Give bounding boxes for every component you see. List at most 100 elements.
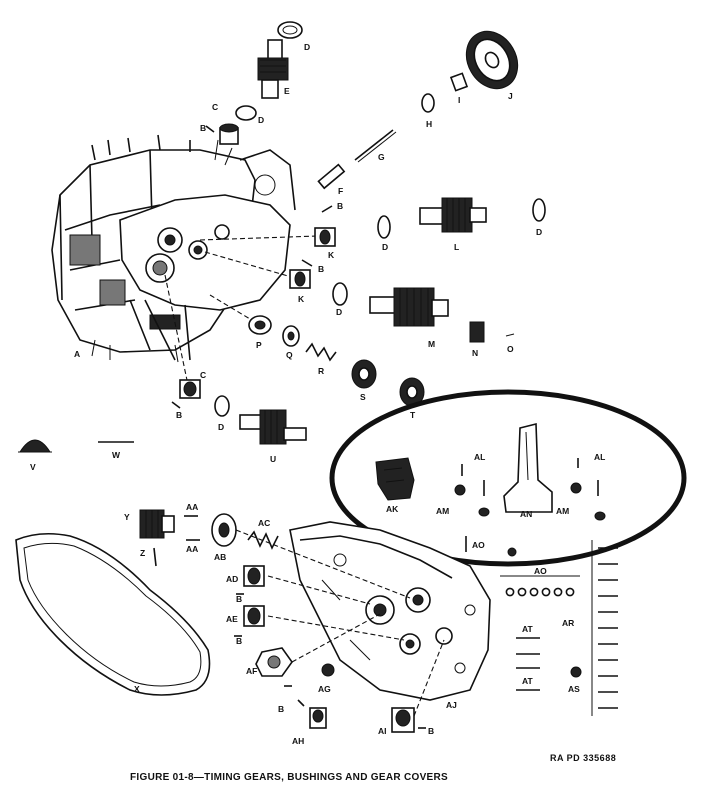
label-c: C [200, 370, 206, 380]
label-ar: AR [562, 618, 574, 628]
gear-shaft-l [419, 197, 487, 233]
washer-d-4 [532, 198, 546, 222]
label-ad: AD [226, 574, 238, 584]
bushing-c-top [219, 123, 239, 145]
label-p: P [256, 340, 262, 350]
label-d: D [218, 422, 224, 432]
plug-ah [309, 707, 327, 729]
label-aa: AA [186, 502, 198, 512]
label-r: R [318, 366, 324, 376]
washer-d-2 [235, 105, 257, 121]
label-al: AL [594, 452, 605, 462]
label-am: AM [436, 506, 449, 516]
spring-r [305, 342, 337, 362]
label-e: E [284, 86, 290, 96]
gear-shaft-e [257, 39, 289, 99]
label-a: A [74, 349, 80, 359]
large-gear-j [465, 30, 519, 90]
filter-v [18, 439, 52, 453]
washer-q [282, 325, 300, 347]
label-d: D [336, 307, 342, 317]
bushing-k-1 [314, 227, 336, 247]
label-w: W [112, 450, 121, 460]
leader-lines [164, 139, 319, 386]
pins-aa [184, 515, 200, 541]
studs-at [516, 637, 540, 691]
nut-row-ao [500, 575, 580, 597]
washer-d-6 [214, 395, 230, 417]
pin-f [317, 163, 346, 190]
label-c: C [212, 102, 218, 112]
label-b: B [428, 726, 434, 736]
label-h: H [426, 119, 432, 129]
washer-h [421, 93, 435, 113]
label-ao: AO [472, 540, 485, 550]
washer-ag [321, 663, 335, 677]
bushing-k-2 [289, 269, 311, 289]
label-ah: AH [292, 736, 304, 746]
label-d: D [258, 115, 264, 125]
label-b: B [176, 410, 182, 420]
label-o: O [507, 344, 514, 354]
label-s: S [360, 392, 366, 402]
lower-leader-lines [235, 529, 445, 717]
gear-shaft-m [369, 287, 449, 327]
label-t: T [410, 410, 416, 420]
label-d: D [382, 242, 388, 252]
label-n: N [472, 348, 478, 358]
screws-ar [591, 540, 618, 716]
label-b: B [200, 123, 206, 133]
label-z: Z [140, 548, 145, 558]
label-x: X [134, 684, 140, 694]
highlight-ellipse [329, 389, 687, 567]
gear-y [139, 509, 175, 539]
bushing-ae [243, 605, 265, 627]
label-j: J [508, 91, 513, 101]
label-u: U [270, 454, 276, 464]
label-d: D [304, 42, 310, 52]
label-f: F [338, 186, 343, 196]
label-at: AT [522, 676, 534, 686]
nut-af [255, 647, 293, 677]
label-at: AT [522, 624, 534, 634]
rod-g [354, 129, 397, 163]
bushing-ad [243, 565, 265, 587]
figure-caption: FIGURE 01-8—TIMING GEARS, BUSHINGS AND G… [130, 772, 448, 783]
label-v: V [30, 462, 36, 472]
part-labels: A B B B B B B B B C C D D D D D D E F G … [30, 42, 605, 746]
bushing-c-lower [179, 379, 201, 399]
label-m: M [428, 339, 435, 349]
screw-b-set-lower [234, 593, 426, 729]
label-ao: AO [534, 566, 547, 576]
label-i: I [458, 95, 460, 105]
pin-i [449, 72, 469, 92]
key-o [505, 333, 515, 337]
label-al: AL [474, 452, 485, 462]
plug-ab [211, 513, 237, 547]
label-g: G [378, 152, 385, 162]
label-b: B [236, 594, 242, 604]
label-aj: AJ [446, 700, 457, 710]
screw-ao [465, 536, 517, 557]
label-aa: AA [186, 544, 198, 554]
label-b: B [278, 704, 284, 714]
label-d: D [536, 227, 542, 237]
gear-cover-aj [289, 521, 491, 701]
label-k: K [298, 294, 305, 304]
reference-number: RA PD 335688 [550, 753, 616, 763]
bushing-ai [391, 707, 415, 733]
label-af: AF [246, 666, 257, 676]
label-l: L [454, 242, 459, 252]
label-b: B [337, 201, 343, 211]
label-k: K [328, 250, 335, 260]
label-y: Y [124, 512, 130, 522]
label-as: AS [568, 684, 580, 694]
bushing-p [248, 315, 272, 335]
gear-s [351, 359, 377, 389]
crankcase-assembly [51, 134, 296, 363]
gear-n [469, 321, 485, 343]
label-an: AN [520, 509, 532, 519]
gear-shaft-u [239, 409, 307, 445]
washer-d-3 [377, 215, 391, 239]
